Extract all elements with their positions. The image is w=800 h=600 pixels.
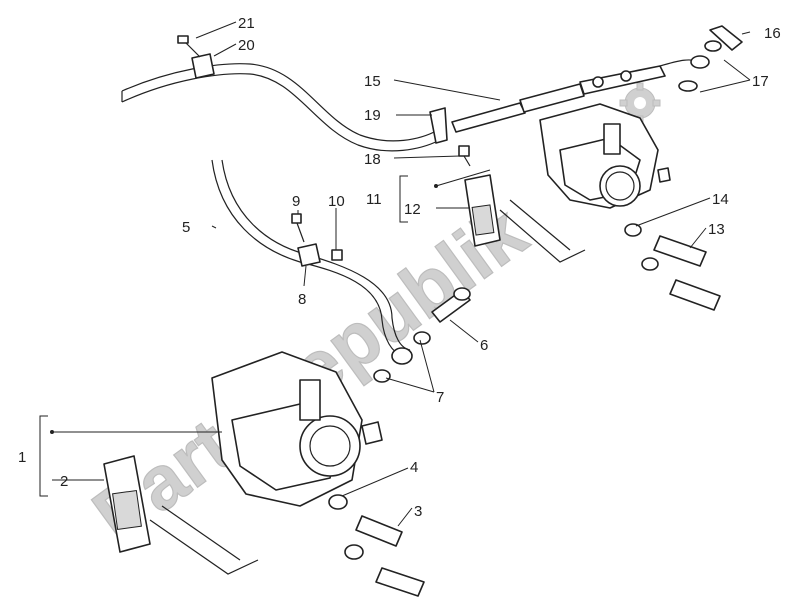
callout-3: 3 (414, 503, 422, 520)
assembly-bracket-1 (39, 415, 48, 497)
bolt-16 (709, 25, 743, 51)
nut-10 (331, 249, 343, 261)
hose-clamp-20 (191, 53, 215, 79)
callout-20: 20 (238, 37, 255, 54)
callout-16: 16 (764, 25, 781, 42)
callout-1: 1 (18, 449, 26, 466)
washer-14 (624, 223, 659, 271)
washer-7 (373, 331, 431, 383)
callout-labels: 21 20 15 19 18 16 17 11 12 14 13 5 9 10 … (18, 15, 781, 520)
callout-9: 9 (292, 193, 300, 210)
callout-6: 6 (480, 337, 488, 354)
banjo-bolt-6 (431, 287, 471, 323)
brake-pads-12 (464, 174, 586, 263)
callout-11: 11 (366, 191, 382, 208)
callout-8: 8 (298, 291, 306, 308)
brake-caliper-11 (539, 103, 671, 209)
callout-12: 12 (404, 201, 421, 218)
hose-clamp-8 (297, 243, 321, 267)
upper-brake-hose (121, 63, 441, 152)
callout-17: 17 (752, 73, 769, 90)
bolt-9 (291, 213, 305, 243)
hose-connector-19 (429, 107, 448, 144)
callout-2: 2 (60, 473, 68, 490)
banjo-screw-18 (458, 145, 471, 167)
bolt-21 (177, 35, 201, 58)
callout-5: 5 (182, 219, 190, 236)
assembly-bracket-11 (399, 175, 408, 223)
callout-7: 7 (436, 389, 444, 406)
brake-cable-15 (451, 59, 701, 133)
washer-4 (328, 494, 364, 560)
callout-4: 4 (410, 459, 418, 476)
callout-18: 18 (364, 151, 381, 168)
lower-brake-hose-5 (211, 159, 411, 357)
callout-13: 13 (708, 221, 725, 238)
brake-caliper-1 (211, 351, 383, 507)
callout-14: 14 (712, 191, 729, 208)
screw-13 (653, 235, 721, 311)
leader-lines (50, 21, 751, 527)
brake-pads-2 (103, 455, 259, 575)
callout-19: 19 (364, 107, 381, 124)
screw-3 (355, 515, 425, 597)
washer-17 (678, 40, 722, 92)
callout-15: 15 (364, 73, 381, 90)
callout-10: 10 (328, 193, 345, 210)
callout-21: 21 (238, 15, 255, 32)
